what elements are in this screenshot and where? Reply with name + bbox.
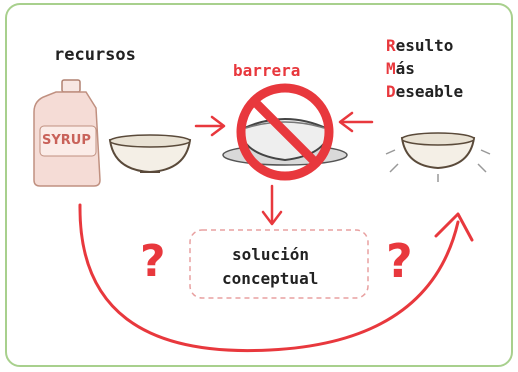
question-mark-right: ? — [386, 234, 413, 288]
empty-bowl-icon — [108, 134, 192, 174]
ideal-result-line-3: Deseable — [386, 82, 464, 101]
arrow-from-ideal — [338, 111, 374, 133]
solution-box — [189, 229, 369, 299]
ideal-result-line-2: Más — [386, 59, 415, 78]
syrup-bottle-icon — [33, 79, 101, 187]
syrup-label: SYRUP — [42, 133, 91, 148]
arrow-to-barrier — [194, 115, 226, 137]
ideal-result-label: Resulto Más Deseable — [386, 34, 463, 103]
barrier-label: barrera — [233, 61, 301, 80]
blocked-bowl-icon — [222, 83, 348, 181]
curved-arrow — [78, 203, 474, 353]
solution-label-line-2: conceptual — [222, 269, 319, 288]
question-mark-left: ? — [140, 236, 166, 287]
ideal-bowl-icon — [385, 132, 491, 182]
diagram-frame — [5, 3, 513, 367]
solution-label-line-1: solución — [232, 245, 310, 264]
resources-label: recursos — [54, 45, 136, 65]
ideal-result-line-1: Resulto — [386, 36, 454, 55]
arrow-to-solution — [261, 184, 283, 226]
